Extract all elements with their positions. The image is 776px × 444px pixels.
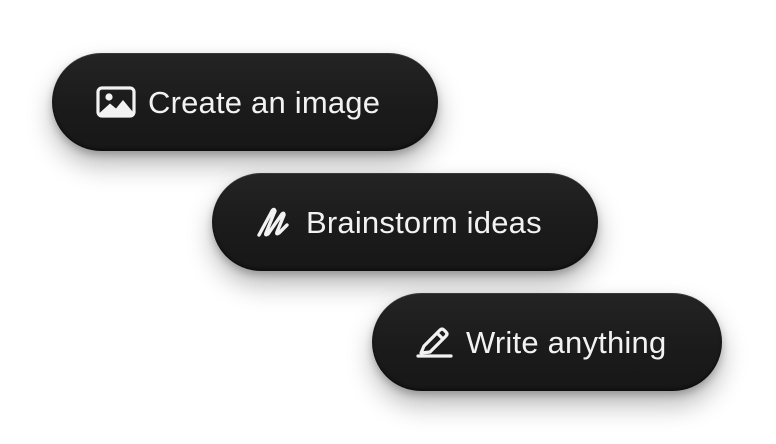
write-anything-button[interactable]: Write anything <box>372 293 722 391</box>
pencil-icon <box>414 322 454 362</box>
create-image-button[interactable]: Create an image <box>52 53 438 151</box>
create-image-label: Create an image <box>148 84 381 120</box>
brainstorm-ideas-label: Brainstorm ideas <box>306 204 542 240</box>
scribble-icon <box>254 202 294 242</box>
brainstorm-ideas-button[interactable]: Brainstorm ideas <box>212 173 598 271</box>
image-icon <box>96 82 136 122</box>
write-anything-label: Write anything <box>466 324 667 360</box>
